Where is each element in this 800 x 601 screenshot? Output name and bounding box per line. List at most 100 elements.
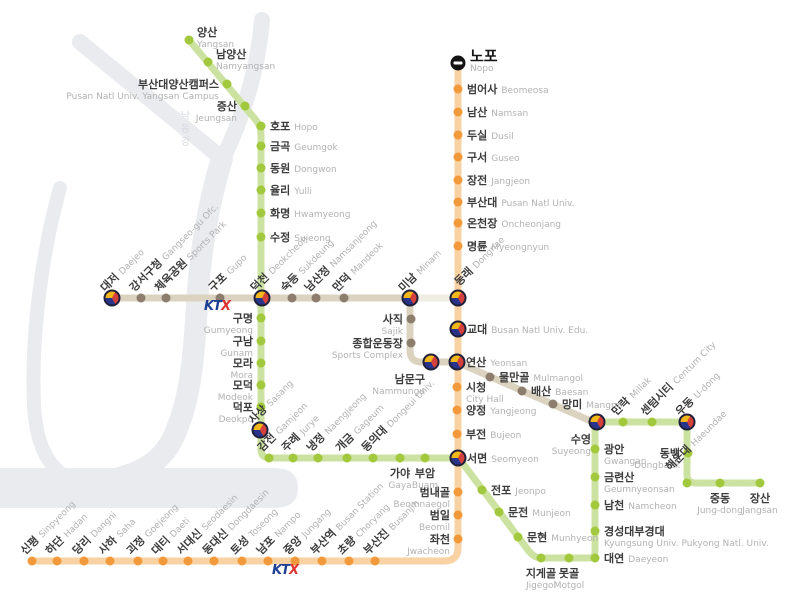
station-dot[interactable] (288, 453, 298, 463)
station-dot[interactable] (564, 553, 574, 563)
station-dot[interactable] (342, 453, 352, 463)
station-dot[interactable] (453, 218, 463, 228)
station-dot[interactable] (590, 472, 600, 482)
station-dot[interactable] (715, 478, 725, 488)
station-dot[interactable] (136, 293, 146, 303)
station-dot[interactable] (263, 556, 273, 566)
station-dot[interactable] (618, 417, 628, 427)
station-dot[interactable] (240, 101, 250, 111)
station-dot[interactable] (453, 197, 463, 207)
station-dot[interactable] (256, 380, 266, 390)
station-dot[interactable] (133, 556, 143, 566)
station-dot[interactable] (256, 402, 266, 412)
station-name-kr: 구포 (206, 270, 230, 295)
station-name-kr: 범내골 (419, 486, 450, 499)
station-dot[interactable] (339, 293, 349, 303)
transfer-station-icon[interactable] (422, 353, 440, 371)
station-name-en: Oncheonjang (501, 220, 561, 230)
station-dot[interactable] (453, 175, 463, 185)
river-shape (26, 181, 77, 487)
station-dot[interactable] (237, 556, 247, 566)
station-dot[interactable] (209, 556, 219, 566)
transfer-station-icon[interactable] (103, 289, 121, 307)
station-dot[interactable] (256, 141, 266, 151)
station-dot[interactable] (105, 556, 115, 566)
station-dot[interactable] (682, 478, 692, 488)
station-dot[interactable] (755, 478, 765, 488)
station-dot[interactable] (590, 526, 600, 536)
transfer-station-icon[interactable] (678, 413, 696, 431)
station-dot[interactable] (477, 485, 487, 495)
station-dot[interactable] (287, 293, 297, 303)
station-dot[interactable] (368, 453, 378, 463)
station-dot[interactable] (485, 372, 495, 382)
station-dot[interactable] (494, 507, 504, 517)
station-dot[interactable] (313, 453, 323, 463)
station-dot[interactable] (290, 556, 300, 566)
station-dot[interactable] (311, 293, 321, 303)
station-dot[interactable] (453, 241, 463, 251)
station-dot[interactable] (215, 293, 225, 303)
station-dot[interactable] (203, 57, 213, 67)
transfer-station-icon[interactable] (449, 289, 467, 307)
transfer-station-icon[interactable] (449, 449, 467, 467)
transfer-station-icon[interactable] (448, 353, 466, 371)
station-dot[interactable] (406, 338, 416, 348)
station-dot[interactable] (452, 429, 462, 439)
station-dot[interactable] (27, 556, 37, 566)
station-dot[interactable] (256, 208, 266, 218)
station-dot[interactable] (79, 556, 89, 566)
station-dot[interactable] (453, 487, 463, 497)
station-dot[interactable] (453, 84, 463, 94)
station-dot[interactable] (517, 386, 527, 396)
station-dot[interactable] (256, 185, 266, 195)
station-dot[interactable] (256, 313, 266, 323)
station-dot[interactable] (452, 382, 462, 392)
station-dot[interactable] (683, 448, 693, 458)
station-dot[interactable] (536, 553, 546, 563)
station-dot[interactable] (453, 534, 463, 544)
station-dot[interactable] (590, 500, 600, 510)
station-dot[interactable] (317, 556, 327, 566)
station-dot[interactable] (453, 510, 463, 520)
station-dot[interactable] (513, 532, 523, 542)
terminus-station-icon[interactable] (450, 55, 466, 71)
transfer-station-icon[interactable] (251, 421, 269, 439)
transfer-station-icon[interactable] (588, 413, 606, 431)
station-dot[interactable] (548, 399, 558, 409)
station-dot[interactable] (256, 163, 266, 173)
station-name-en: Geumgok (294, 143, 338, 153)
station-dot[interactable] (344, 556, 354, 566)
station-dot[interactable] (647, 417, 657, 427)
station-dot[interactable] (590, 553, 600, 563)
station-dot[interactable] (256, 232, 266, 242)
station-dot[interactable] (52, 556, 62, 566)
station-dot[interactable] (184, 35, 194, 45)
station-dot[interactable] (256, 121, 266, 131)
station-dot[interactable] (264, 453, 274, 463)
station-dot[interactable] (222, 79, 232, 89)
station-dot[interactable] (452, 405, 462, 415)
transfer-station-icon[interactable] (449, 320, 467, 338)
station-dot[interactable] (256, 358, 266, 368)
station-dot[interactable] (590, 444, 600, 454)
station-dot[interactable] (420, 453, 430, 463)
station-dot[interactable] (370, 556, 380, 566)
station-dot[interactable] (158, 556, 168, 566)
transfer-station-icon[interactable] (253, 289, 271, 307)
transfer-station-icon[interactable] (401, 289, 419, 307)
station-dot[interactable] (395, 453, 405, 463)
station-dot[interactable] (256, 336, 266, 346)
station-dot[interactable] (183, 556, 193, 566)
station-dot[interactable] (453, 152, 463, 162)
station-dot[interactable] (453, 107, 463, 117)
station-dot[interactable] (406, 314, 416, 324)
station-dot[interactable] (453, 130, 463, 140)
station-dot[interactable] (161, 293, 171, 303)
